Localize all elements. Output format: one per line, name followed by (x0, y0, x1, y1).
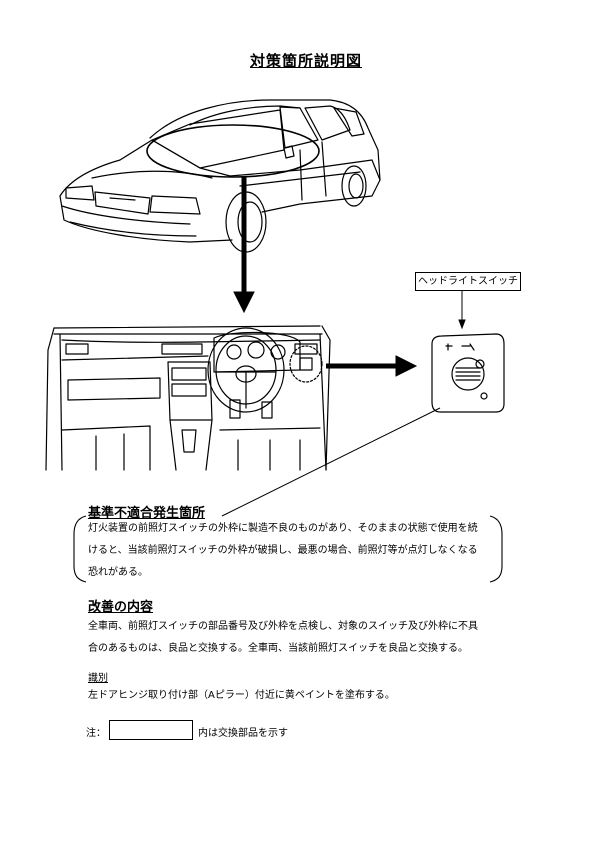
text-bracket (73, 515, 503, 583)
identification-text: 左ドアヒンジ取り付け部（Aピラー）付近に黄ペイントを塗布する。 (88, 690, 395, 701)
headlight-switch-illustration (431, 333, 505, 413)
note-text: 内は交換部品を示す (198, 728, 288, 739)
defect-text: 灯火装置の前照灯スイッチの外枠に製造不良のものがあり、そのままの状態で使用を続 … (88, 518, 508, 584)
defect-line: 灯火装置の前照灯スイッチの外枠に製造不良のものがあり、そのままの状態で使用を続 (88, 523, 478, 534)
arrows (233, 176, 466, 377)
page-title: 対策箇所説明図 (249, 52, 362, 70)
dashboard-illustration (45, 325, 331, 471)
identification-label: 識別 (88, 673, 108, 684)
replacement-part-legend-box (109, 720, 193, 740)
remedy-line: 全車両、前照灯スイッチの部品番号及び外枠を点検し、対象のスイッチ及び外枠に不具 (88, 621, 478, 632)
car-illustration (59, 99, 381, 253)
remedy-heading: 改善の内容 (88, 600, 154, 615)
defect-line: 恐れがある。 (88, 567, 148, 578)
remedy-line: 合のあるものは、良品と交換する。全車両、当該前照灯スイッチを良品と交換する。 (88, 643, 468, 654)
note-label: 注： (86, 728, 106, 739)
headlight-switch-label: ヘッドライトスイッチ (415, 272, 521, 291)
remedy-text: 全車両、前照灯スイッチの部品番号及び外枠を点検し、対象のスイッチ及び外枠に不具 … (88, 616, 508, 660)
defect-line: けると、当該前照灯スイッチの外枠が破損し、最悪の場合、前照灯等が点灯しなくなる (88, 545, 478, 556)
defect-heading: 基準不適合発生箇所 (88, 506, 206, 521)
